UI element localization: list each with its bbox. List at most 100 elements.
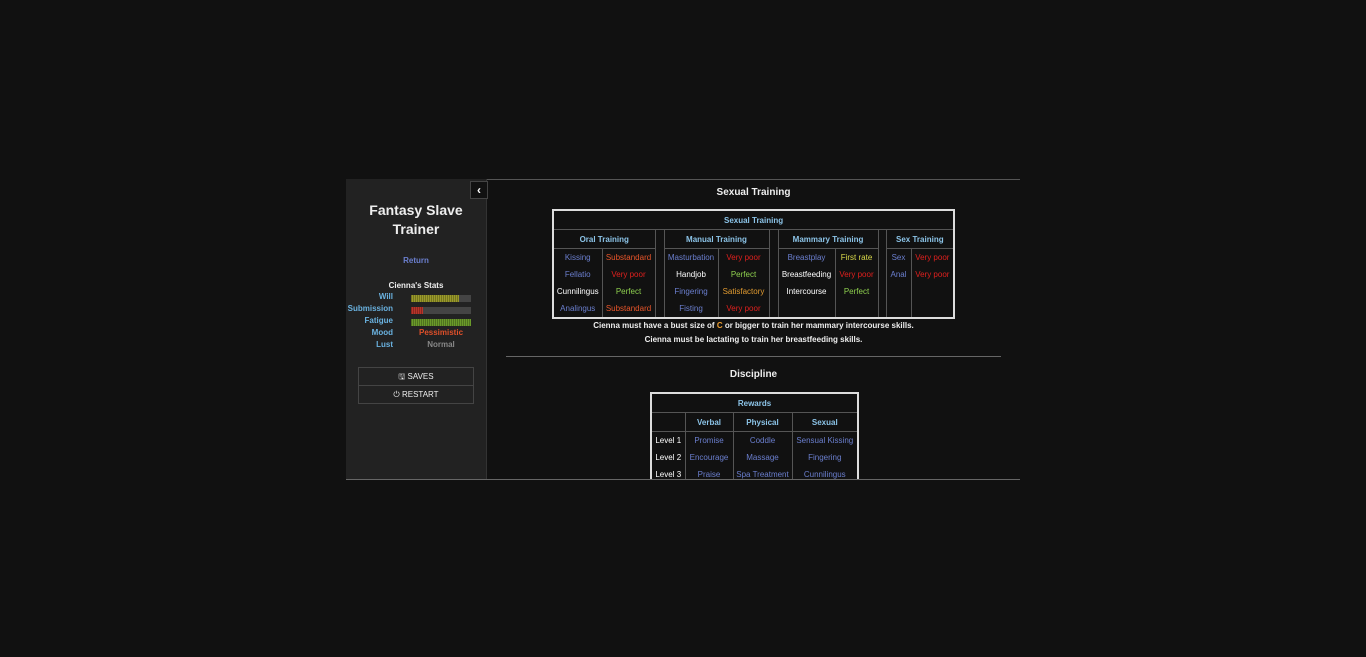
reward-link[interactable]: Fingering <box>791 449 859 466</box>
reward-link[interactable]: Cunnilingus <box>791 466 859 479</box>
chevron-left-icon[interactable]: ‹ <box>470 181 488 199</box>
reward-link[interactable]: Promise <box>684 431 734 449</box>
skill-name: Breastfeeding <box>777 266 836 283</box>
section-heading: Discipline <box>729 369 778 380</box>
mood-value: Pessimistic <box>418 328 464 337</box>
stat-bar-fill <box>411 319 471 326</box>
stat-submission: Submission <box>346 304 486 316</box>
title-line: Fantasy Slave <box>369 202 463 218</box>
stat-bar <box>411 319 471 326</box>
skill-name[interactable]: Fisting <box>663 300 719 318</box>
column-header: Verbal <box>684 412 734 432</box>
skill-name[interactable]: Analingus <box>552 300 603 318</box>
skill-level: First rate <box>834 248 879 266</box>
empty-cell <box>910 283 955 300</box>
saves-label: SAVES <box>407 372 434 381</box>
bust-note: Cienna must have a bust size of C or big… <box>487 321 1020 330</box>
skill-name: Handjob <box>663 266 719 283</box>
stat-bar <box>411 295 471 302</box>
reward-link[interactable]: Encourage <box>684 449 734 466</box>
skill-level: Very poor <box>601 266 656 283</box>
column-header: Sexual <box>791 412 859 432</box>
skill-level: Perfect <box>834 283 879 300</box>
divider <box>487 179 1020 180</box>
restart-button[interactable]: ⏻ RESTART <box>358 385 474 404</box>
spacer <box>768 229 779 319</box>
skill-name[interactable]: Sex <box>885 248 912 266</box>
skill-name: Intercourse <box>777 283 836 300</box>
stat-label: Will <box>378 292 393 301</box>
empty-cell <box>650 412 686 432</box>
skill-level: Very poor <box>717 300 770 318</box>
lust-value: Normal <box>427 340 455 349</box>
reward-link[interactable]: Massage <box>732 449 793 466</box>
skill-level: Very poor <box>910 266 955 283</box>
note-text: or bigger to train her mammary intercour… <box>722 321 914 330</box>
power-icon: ⏻ <box>393 390 400 399</box>
skill-name[interactable]: Kissing <box>552 248 603 266</box>
empty-cell <box>885 300 912 318</box>
skill-level: Very poor <box>834 266 879 283</box>
skill-level: Substandard <box>601 300 656 318</box>
table-title: Rewards <box>650 392 859 413</box>
empty-cell <box>777 300 836 318</box>
divider <box>506 356 1001 357</box>
stat-label: Submission <box>347 304 393 313</box>
stat-bar-fill <box>411 307 423 314</box>
group-header: Manual Training <box>663 229 770 249</box>
stat-mood: Mood Pessimistic <box>346 328 486 340</box>
stat-bar-fill <box>411 295 459 302</box>
reward-link[interactable]: Coddle <box>732 431 793 449</box>
return-link[interactable]: Return <box>403 256 429 265</box>
level-label: Level 2 <box>650 449 686 466</box>
stat-will: Will <box>346 292 486 304</box>
reward-link[interactable]: Praise <box>684 466 734 479</box>
column-header: Physical <box>732 412 793 432</box>
skill-name: Cunnilingus <box>552 283 603 300</box>
group-header: Mammary Training <box>777 229 879 249</box>
section-heading: Sexual Training <box>716 187 791 198</box>
empty-cell <box>910 300 955 318</box>
skill-level: Very poor <box>717 248 770 266</box>
stat-label: Mood <box>371 328 393 337</box>
stat-label: Lust <box>376 340 393 349</box>
stat-lust: Lust Normal <box>346 340 486 352</box>
group-header: Sex Training <box>885 229 955 249</box>
skill-name[interactable]: Anal <box>885 266 912 283</box>
empty-cell <box>885 283 912 300</box>
stat-fatigue: Fatigue <box>346 316 486 328</box>
level-label: Level 3 <box>650 466 686 479</box>
note-highlight: C <box>716 321 723 330</box>
skill-level: Very poor <box>910 248 955 266</box>
lactation-note: Cienna must be lactating to train her br… <box>644 335 863 344</box>
group-header: Oral Training <box>552 229 656 249</box>
skill-level: Perfect <box>717 266 770 283</box>
skill-level: Perfect <box>601 283 656 300</box>
skill-name[interactable]: Fingering <box>663 283 719 300</box>
skill-name[interactable]: Fellatio <box>552 266 603 283</box>
title-line: Trainer <box>392 221 440 237</box>
stats-heading: Cienna's Stats <box>388 281 444 290</box>
table-title: Sexual Training <box>552 209 955 230</box>
skill-level: Substandard <box>601 248 656 266</box>
stat-label: Fatigue <box>364 316 393 325</box>
stat-bar <box>411 307 471 314</box>
skill-name[interactable]: Masturbation <box>663 248 719 266</box>
skill-level: Satisfactory <box>717 283 770 300</box>
level-label: Level 1 <box>650 431 686 449</box>
reward-link[interactable]: Spa Treatment <box>732 466 793 479</box>
saves-button[interactable]: 🖫 SAVES <box>358 367 474 386</box>
spacer <box>654 229 665 319</box>
restart-label: RESTART <box>401 390 439 399</box>
reward-link[interactable]: Sensual Kissing <box>791 431 859 449</box>
spacer <box>877 229 887 319</box>
skill-name[interactable]: Breastplay <box>777 248 836 266</box>
save-icon: 🖫 <box>398 372 406 381</box>
empty-cell <box>834 300 879 318</box>
